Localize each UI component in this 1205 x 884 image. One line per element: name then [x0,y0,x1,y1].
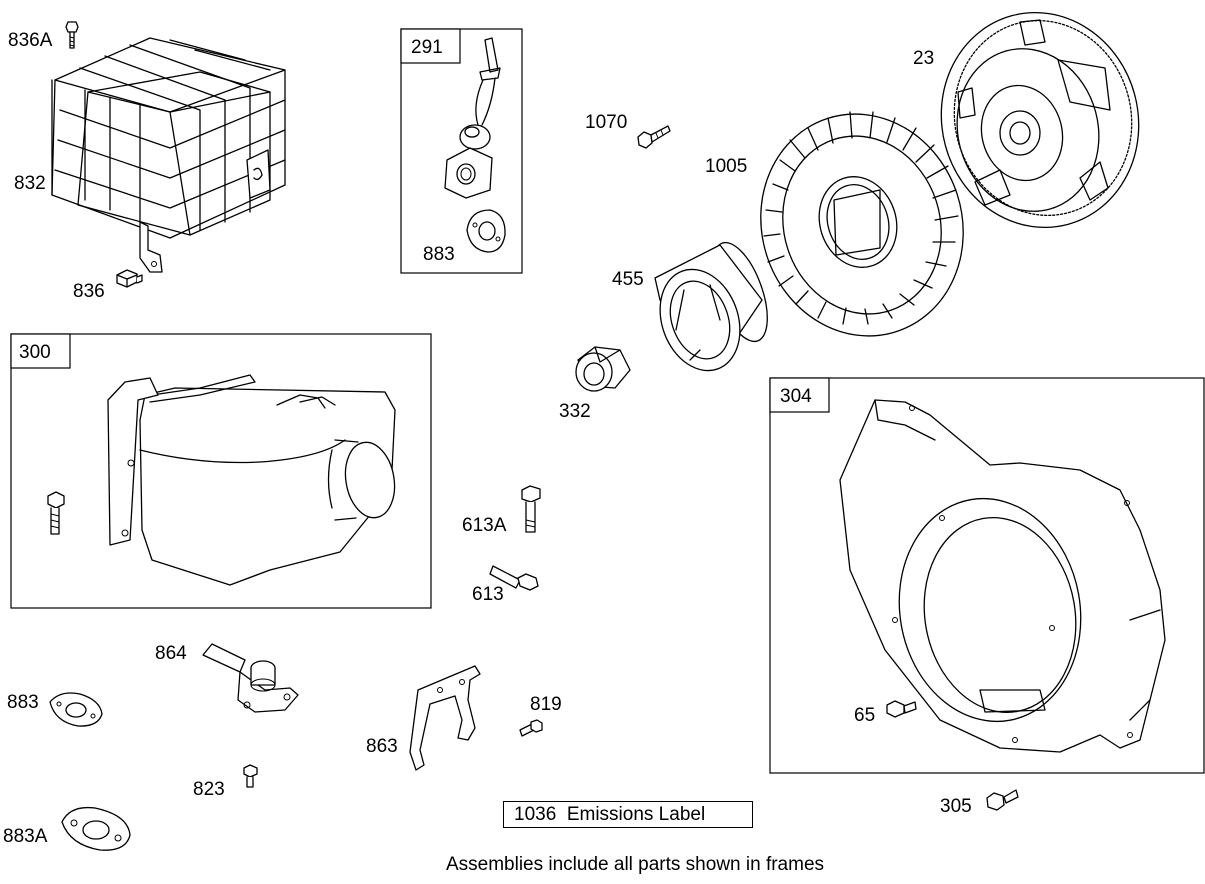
label-304: 304 [780,386,812,407]
part-883-gasket-framed [466,209,506,253]
label-332: 332 [559,401,591,422]
frame-300 [10,333,432,609]
part-65-screw [886,700,917,718]
part-291-spark-arrestor [444,37,501,199]
part-864-bracket [202,643,299,713]
part-1070-screw [637,125,671,149]
label-883: 883 [7,692,39,713]
part-819-screw [519,719,543,737]
part-455-cup [654,241,768,372]
label-832: 832 [14,173,46,194]
part-1005-fan [760,111,964,337]
label-300: 300 [19,342,51,363]
part-305-screw [986,789,1019,811]
label-883-framed: 883 [423,244,455,265]
part-304-blower-housing [839,399,1166,753]
label-455: 455 [612,269,644,290]
label-836: 836 [73,281,105,302]
part-836a-screw [65,21,79,49]
part-613a-bolt [521,485,541,533]
label-836a: 836A [8,30,53,51]
label-863: 863 [366,736,398,757]
part-832-muffler-guard [51,37,286,273]
label-613a: 613A [462,515,507,536]
label-291: 291 [411,37,443,58]
part-836-screw [116,269,143,288]
label-1070: 1070 [585,112,627,133]
frame-300-tag [10,333,71,369]
frame-291 [400,28,523,274]
part-23-flywheel [940,11,1140,229]
label-883a: 883A [3,826,48,847]
part-300-muffler [47,374,396,586]
label-864: 864 [155,643,187,664]
footer-note: Assemblies include all parts shown in fr… [445,854,825,875]
label-613: 613 [472,584,504,605]
frame-291-tag [400,28,461,64]
part-883a-gasket [61,806,131,851]
label-823: 823 [193,779,225,800]
part-883-gasket [49,692,103,727]
part-613-bolt [489,565,539,591]
label-305: 305 [940,796,972,817]
label-65: 65 [854,705,875,726]
frame-304-tag [769,377,830,413]
part-823-screw [243,764,258,788]
label-1005: 1005 [705,156,747,177]
part-332-nut [575,346,631,392]
frame-304 [769,377,1205,774]
part-863-bracket [409,665,481,771]
emissions-label-box: 1036 Emissions Label [503,801,753,828]
label-23: 23 [913,48,934,69]
label-819: 819 [530,694,562,715]
